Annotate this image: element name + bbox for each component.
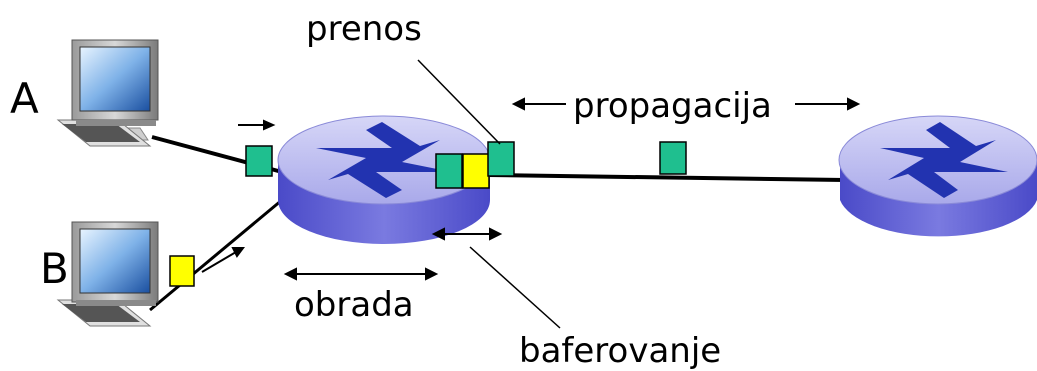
- buffering-callout-line: [469, 246, 561, 329]
- propagation-label: propagacija: [573, 86, 772, 126]
- packet-transmitting: [487, 141, 515, 177]
- arrow-b-direction: [201, 247, 245, 273]
- router-2-icon: [838, 115, 1037, 237]
- transmission-callout-line: [417, 59, 501, 145]
- link-router-router: [487, 173, 846, 182]
- packet-propagating: [659, 141, 687, 175]
- buffering-arrow: [431, 227, 503, 241]
- processing-label: obrada: [294, 285, 414, 325]
- packet-queued-yellow: [462, 153, 490, 189]
- host-a-computer-icon: [56, 39, 159, 147]
- host-b-computer-icon: [56, 221, 159, 327]
- packet-a-arriving: [245, 145, 273, 177]
- host-a-label: A: [10, 74, 39, 123]
- packet-b-arriving: [169, 255, 195, 287]
- packet-queued-green: [435, 153, 463, 189]
- propagation-arrow: [511, 97, 861, 111]
- arrow-a-direction: [238, 119, 276, 131]
- buffering-label: baferovanje: [519, 331, 721, 371]
- processing-arrow: [283, 267, 439, 281]
- transmission-label: prenos: [306, 9, 422, 49]
- host-b-label: B: [40, 244, 69, 293]
- link-b-router: [149, 198, 283, 312]
